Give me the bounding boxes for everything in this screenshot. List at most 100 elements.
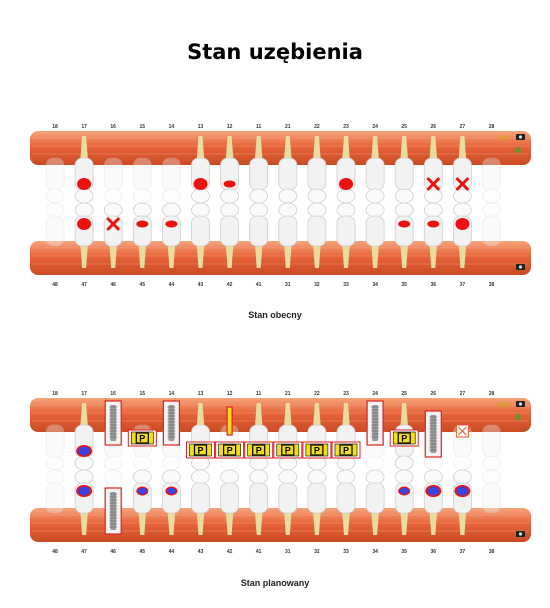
planned-filling-mark [137, 487, 147, 495]
tooth-root [458, 242, 467, 268]
tooth-number-lower: 47 [81, 282, 87, 288]
tooth-occlusal [394, 202, 414, 218]
tooth-number-upper: 14 [169, 391, 175, 397]
tooth-crown [307, 482, 327, 514]
pontic-label: P [401, 434, 407, 444]
pontic-box [310, 444, 324, 456]
tooth-number-lower: 48 [52, 282, 58, 288]
tooth-occlusal [161, 188, 181, 204]
camera-icon [516, 401, 525, 407]
tooth-occlusal [365, 455, 385, 471]
tooth-occlusal [394, 469, 414, 485]
tooth-number-upper: 26 [431, 391, 437, 397]
pontic-label: P [314, 446, 320, 456]
camera-lens [518, 265, 523, 269]
tooth-occlusal [336, 202, 356, 218]
tooth-root [80, 403, 89, 429]
tooth-crown [161, 157, 181, 191]
tooth-occlusal [365, 202, 385, 218]
filling-mark [223, 180, 236, 188]
lower-tooth [365, 202, 385, 268]
lower-tooth [307, 202, 327, 268]
tooth-number-upper: 22 [314, 124, 320, 130]
tooth-occlusal [423, 188, 443, 204]
tooth-occlusal [161, 469, 181, 485]
lower-tooth [336, 469, 356, 535]
tooth-number-upper: 27 [460, 391, 466, 397]
lower-tooth [45, 469, 65, 514]
lower-tooth [220, 202, 240, 268]
tooth-root [225, 509, 234, 535]
lower-tooth [191, 469, 210, 535]
tooth-occlusal [482, 455, 501, 471]
pontic-box [193, 444, 208, 456]
lower-tooth [191, 202, 210, 268]
tooth-root [312, 403, 321, 429]
tooth-number-lower: 36 [431, 282, 437, 288]
planned-filling-mark [456, 486, 469, 496]
tooth-number-upper: 18 [52, 391, 58, 397]
tooth-number-lower: 47 [81, 549, 87, 555]
tooth-root [429, 136, 438, 162]
tooth-occlusal [423, 202, 443, 218]
implant-screw [372, 405, 379, 441]
tooth-crown [103, 215, 123, 247]
pontic-label: P [285, 446, 291, 456]
tooth-crown [336, 215, 356, 247]
tooth-number-upper: 13 [198, 391, 204, 397]
tooth-number-lower: 46 [110, 549, 116, 555]
tooth-crown [249, 215, 269, 247]
tooth-number-lower: 35 [401, 549, 407, 555]
tooth-root [429, 242, 438, 268]
tooth-number-upper: 23 [343, 391, 349, 397]
tooth-number-upper: 11 [256, 124, 262, 130]
extraction-stroke [455, 177, 469, 191]
tooth-number-upper: 28 [489, 391, 495, 397]
tooth-number-lower: 36 [431, 549, 437, 555]
tooth-occlusal [482, 202, 501, 218]
lower-tooth [103, 202, 123, 268]
tooth-crown [45, 482, 65, 514]
tooth-occlusal [336, 188, 356, 204]
tooth-crown [278, 215, 298, 247]
filling-mark [427, 220, 440, 228]
tooth-crown [220, 482, 240, 514]
pontic-label: P [256, 446, 262, 456]
tooth-number-upper: 26 [431, 124, 437, 130]
tooth-occlusal [103, 188, 123, 204]
tooth-crown [103, 157, 123, 191]
tooth-crown [336, 482, 356, 514]
tooth-occlusal [394, 455, 414, 471]
tooth-root [80, 242, 89, 268]
lower-tooth [365, 469, 385, 535]
upper-tooth [249, 136, 269, 204]
extraction-mark [426, 177, 440, 191]
tooth-root [458, 509, 467, 535]
tooth-occlusal [220, 188, 240, 204]
tooth-number-lower: 31 [285, 282, 291, 288]
camera-icon [516, 531, 525, 537]
tooth-crown [45, 424, 65, 458]
upper-tooth [482, 424, 501, 471]
tooth-number-lower: 48 [52, 549, 58, 555]
tooth-crown [365, 215, 385, 247]
lower-tooth [278, 202, 298, 268]
upper-tooth [132, 157, 152, 204]
tooth-occlusal [394, 188, 414, 204]
tooth-root [196, 242, 205, 268]
tooth-occlusal [307, 188, 327, 204]
tooth-root [283, 509, 292, 535]
tooth-crown [365, 157, 385, 191]
tooth-occlusal [45, 469, 65, 485]
upper-tooth [103, 157, 123, 204]
camera-lens [518, 135, 523, 139]
tooth-occlusal [45, 188, 65, 204]
tooth-occlusal [307, 469, 327, 485]
lower-tooth [307, 469, 327, 535]
tooth-root [283, 403, 292, 429]
filling-mark [77, 178, 92, 190]
filling-mark [455, 218, 470, 230]
